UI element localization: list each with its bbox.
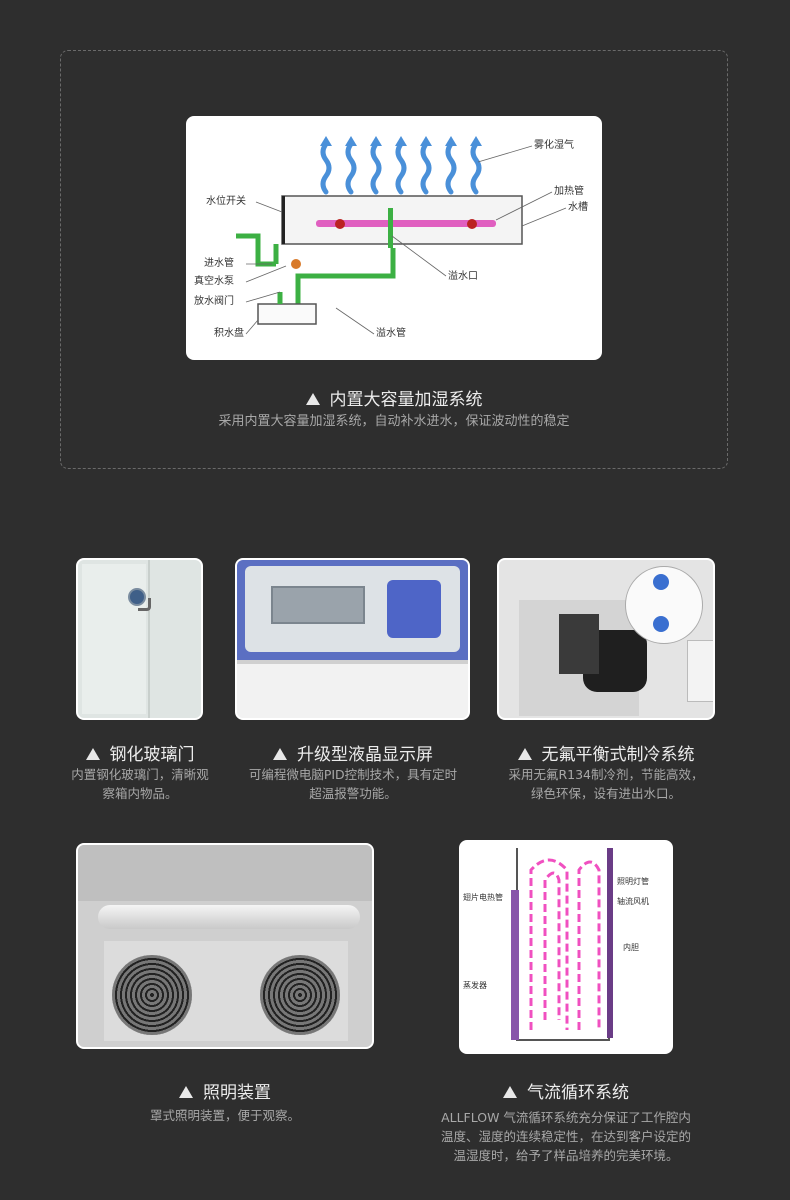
desc-line: 罩式照明装置，便于观察。 [149,1108,300,1123]
label-overflow-port: 溢水口 [448,269,478,282]
label-level-switch: 水位开关 [206,194,246,207]
feature-title-text: 无氟平衡式制冷系统 [541,745,695,765]
label-tray: 积水盘 [214,326,244,339]
label-lamp: 照明灯管 [617,876,649,886]
feature-title-text: 照明装置 [203,1083,271,1103]
label-evaporator: 蒸发器 [463,980,487,990]
compressor-image [497,558,715,720]
feature-desc-lighting: 罩式照明装置，便于观察。 [76,1106,374,1125]
humidifier-desc: 采用内置大容量加湿系统，自动补水进水，保证波动性的稳定 [218,414,570,429]
feature-title-glass-door: 钢化玻璃门 [40,740,240,765]
label-heater: 加热管 [554,184,584,197]
triangle-icon [503,1086,517,1098]
feature-title-text: 钢化玻璃门 [109,745,195,765]
keypad [387,580,441,638]
feature-desc-glass-door: 内置钢化玻璃门，清晰观 察箱内物品。 [40,765,240,803]
feature-title-text: 升级型液晶显示屏 [297,745,433,765]
label-tank: 水槽 [568,200,588,213]
label-fan: 轴流风机 [617,896,649,906]
humidifier-title-text: 内置大容量加湿系统 [329,390,483,410]
desc-line: 内置钢化玻璃门，清晰观 [71,767,209,782]
humidifier-diagram-svg: 雾化湿气 加热管 水槽 水位开关 进水管 真空水泵 放水阀门 积水盘 溢水口 溢… [194,136,588,339]
desc-line: 绿色环保，设有进出水口。 [530,786,681,801]
feature-desc-airflow: ALLFLOW 气流循环系统充分保证了工作腔内 温度、湿度的连续稳定性，在达到客… [416,1108,716,1165]
humidifier-section [60,50,728,469]
label-drain-valve: 放水阀门 [194,294,234,307]
desc-line: 温湿度时，给予了样品培养的完美环境。 [453,1148,679,1163]
lighting-image [76,843,374,1049]
humidifier-title: 内置大容量加湿系统 [60,385,728,410]
label-overflow-pipe: 溢水管 [376,326,406,339]
triangle-icon [273,748,287,760]
label-inner: 内胆 [623,942,639,952]
humidifier-diagram: 雾化湿气 加热管 水槽 水位开关 进水管 真空水泵 放水阀门 积水盘 溢水口 溢… [186,116,602,360]
lcd-panel-image [235,558,470,720]
fan-icon [260,955,340,1035]
lcd-screen [271,586,365,624]
desc-line: 温度、湿度的连续稳定性，在达到客户设定的 [440,1129,691,1144]
triangle-icon [85,748,100,760]
feature-title-airflow: 气流循环系统 [420,1078,712,1103]
airflow-diagram: 照明灯管 轴流风机 内胆 翅片电热管 蒸发器 [459,840,673,1054]
triangle-icon [305,393,320,405]
label-fin-heater: 翅片电热管 [463,892,503,902]
desc-line: ALLFLOW 气流循环系统充分保证了工作腔内 [441,1110,691,1125]
desc-line: 采用无氟R134制冷剂，节能高效， [508,767,704,782]
feature-title-text: 气流循环系统 [527,1083,629,1103]
feature-desc-refrigeration: 采用无氟R134制冷剂，节能高效， 绿色环保，设有进出水口。 [490,765,722,803]
desc-line: 察箱内物品。 [102,786,178,801]
airflow-diagram-svg: 照明灯管 轴流风机 内胆 翅片电热管 蒸发器 [463,848,649,1041]
desc-line: 超温报警功能。 [309,786,397,801]
label-pump: 真空水泵 [194,274,234,287]
fan-icon [112,955,192,1035]
glass-door-image [76,558,203,720]
lamp-tube [98,905,360,929]
feature-title-lcd: 升级型液晶显示屏 [232,740,474,765]
feature-desc-lcd: 可编程微电脑PID控制技术，具有定时 超温报警功能。 [228,765,478,803]
triangle-icon [179,1086,193,1098]
label-inlet: 进水管 [204,256,234,269]
label-mist: 雾化湿气 [534,138,574,151]
feature-title-refrigeration: 无氟平衡式制冷系统 [490,740,722,765]
triangle-icon [517,748,532,760]
feature-title-lighting: 照明装置 [76,1078,374,1103]
mist-arrows-icon [320,141,482,195]
desc-line: 可编程微电脑PID控制技术，具有定时 [248,767,458,782]
